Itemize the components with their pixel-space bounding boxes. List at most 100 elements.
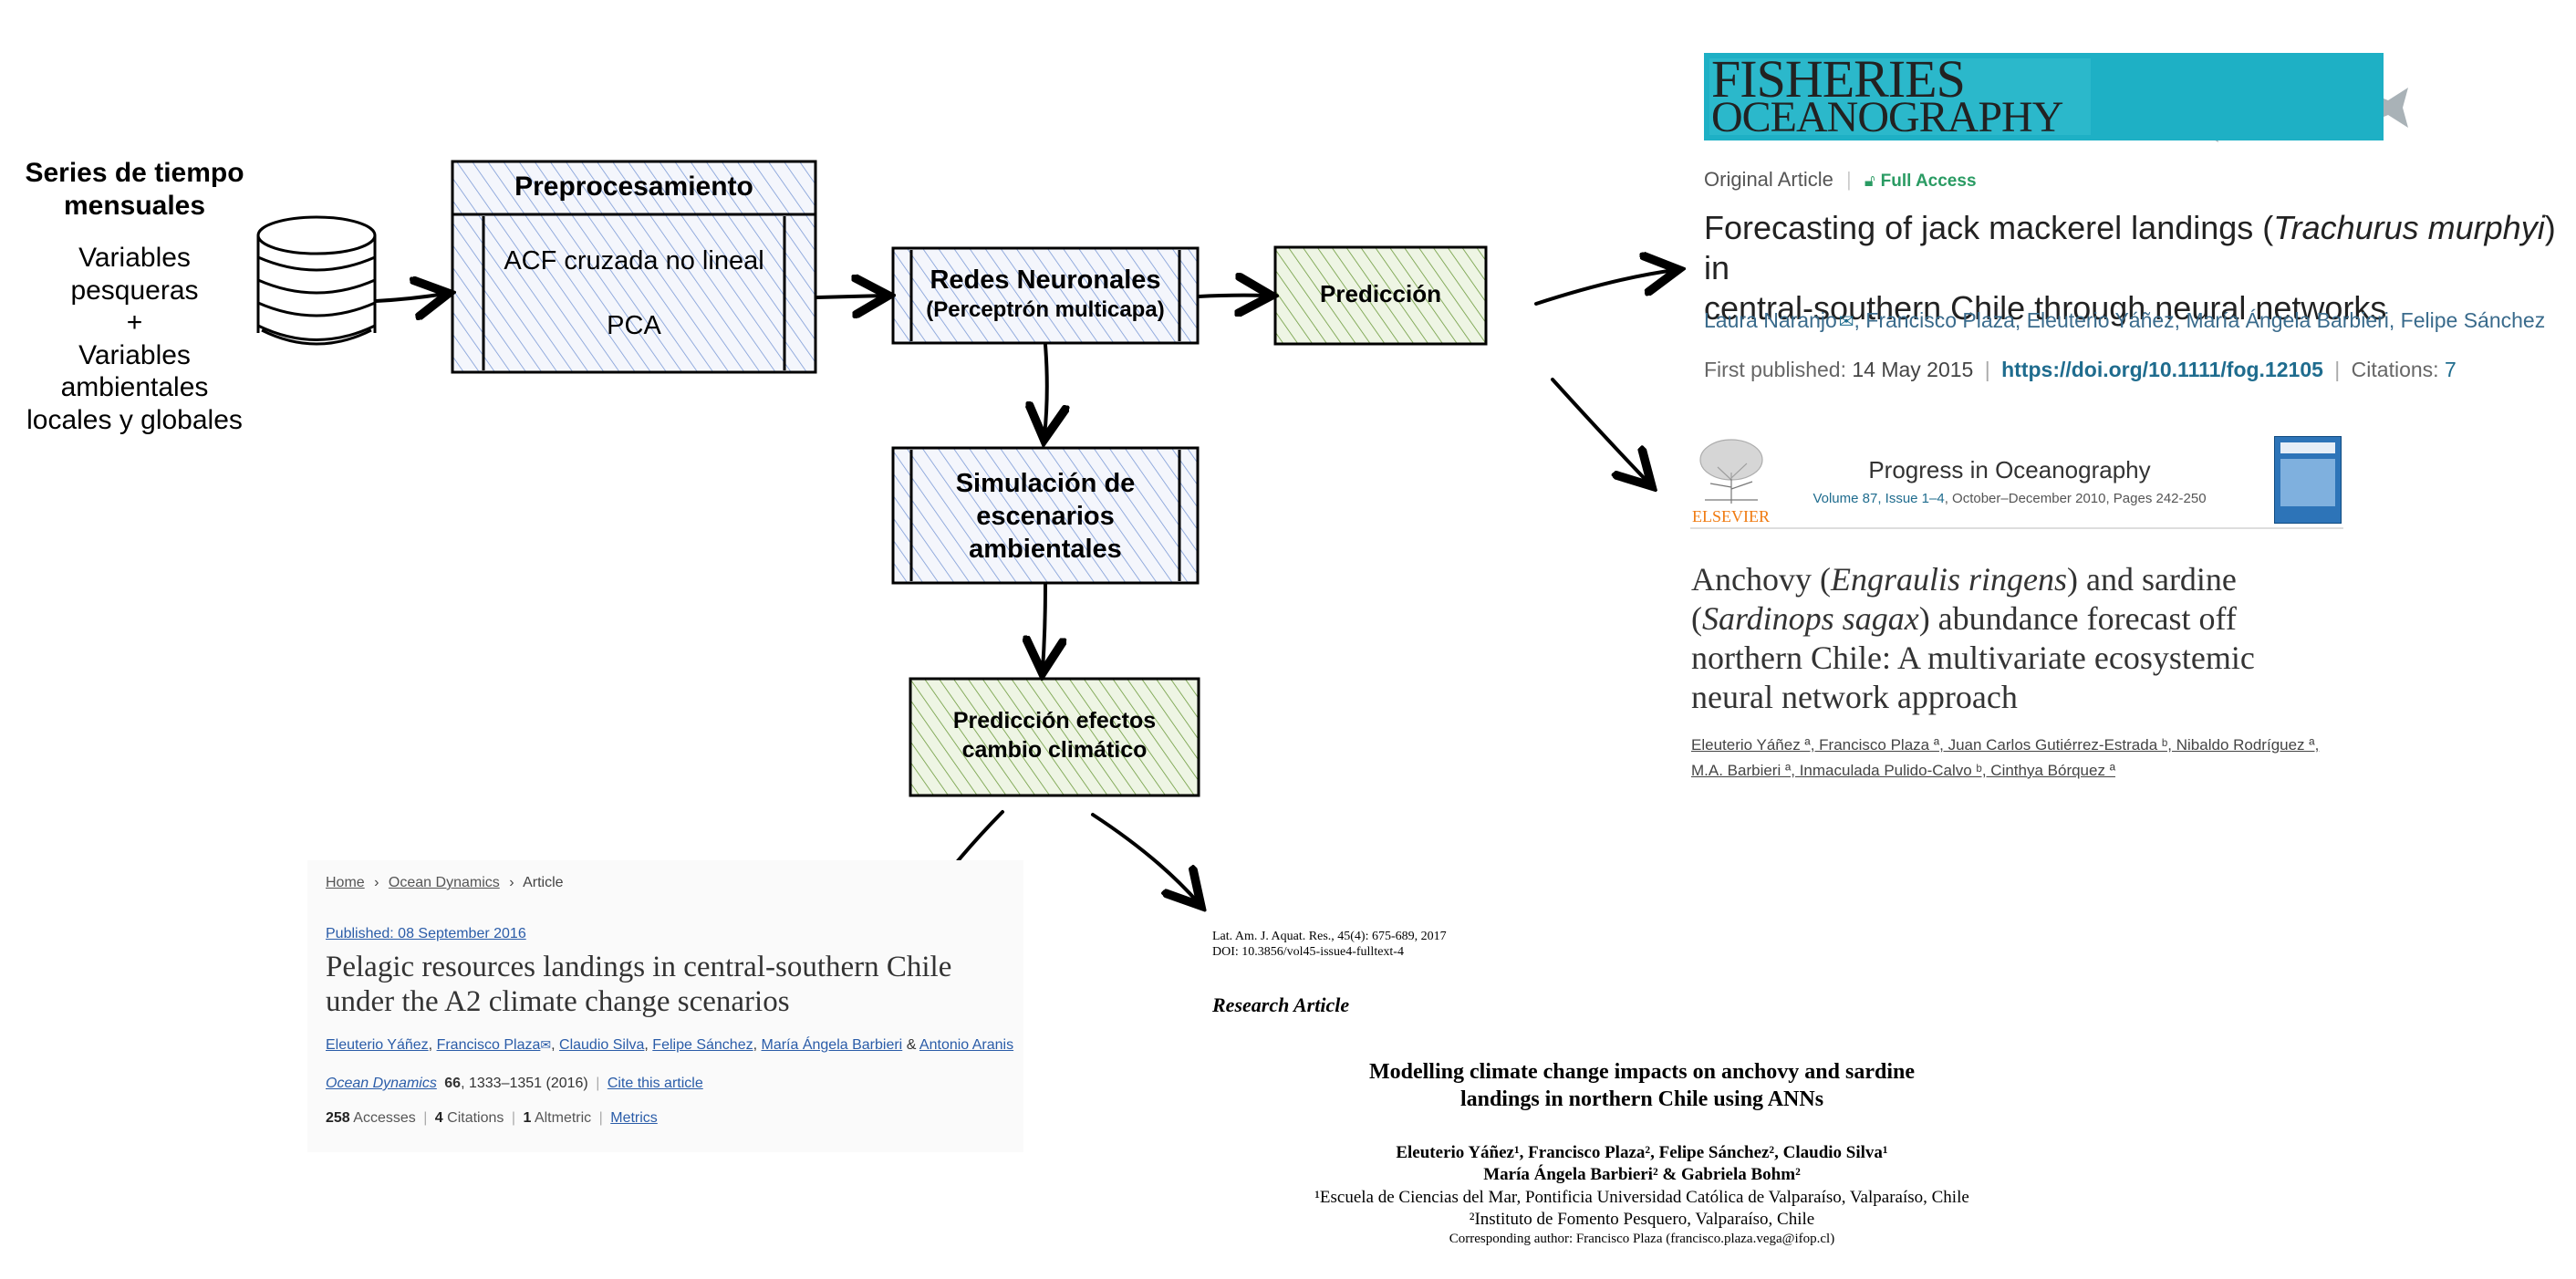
author-link[interactable]: María Ángela Barbieri [761, 1037, 903, 1053]
volume-number: 66 [444, 1076, 462, 1091]
breadcrumb-journal[interactable]: Ocean Dynamics [388, 875, 500, 890]
elsevier-journal[interactable]: Progress in Oceanography [1868, 456, 2151, 484]
springer-authors: Eleuterio Yáñez, Francisco Plaza✉, Claud… [326, 1037, 1014, 1053]
database-icon [256, 215, 377, 346]
published-label: First published: [1704, 358, 1846, 381]
climate-prediction-box [909, 677, 1200, 797]
simulation-box [891, 446, 1200, 585]
citations-label: Citations [447, 1110, 504, 1126]
lajar-ref-line: DOI: 10.3856/vol45-issue4-fulltext-4 [1212, 945, 1404, 959]
neural-network-box [891, 246, 1200, 345]
simulation-line: ambientales [969, 535, 1122, 564]
logo-line1: FISHERIES [1711, 53, 1966, 109]
journal-link[interactable]: Ocean Dynamics [326, 1076, 437, 1091]
preprocessing-item-acf: ACF cruzada no lineal [504, 246, 764, 276]
springer-metrics: 258 Accesses | 4 Citations | 1 Altmetric… [326, 1110, 658, 1126]
wiley-title-part2: ) in [1704, 209, 2556, 286]
arrow-climate-to-lajar [1091, 813, 1199, 903]
series-title-line1: Series de tiempo [25, 158, 244, 188]
variables-line: pesqueras [70, 275, 199, 306]
metrics-link[interactable]: Metrics [610, 1110, 658, 1126]
wiley-title-part1: Forecasting of jack mackerel landings ( [1704, 209, 2274, 246]
wiley-title-species: Trachurus murphyi [2273, 209, 2545, 246]
climate-line: cambio climático [961, 737, 1148, 763]
journal-cover-thumbnail[interactable] [2274, 436, 2342, 524]
series-title-line2: mensuales [63, 191, 206, 221]
lajar-affiliations: ¹Escuela de Ciencias del Mar, Pontificia… [1186, 1187, 2098, 1231]
elsevier-authors-line[interactable]: M.A. Barbieri ª, Inmaculada Pulido-Calvo… [1691, 762, 2115, 779]
lajar-title: Modelling climate change impacts on anch… [1186, 1058, 2098, 1113]
authors-ampersand: & [906, 1037, 917, 1053]
author-link[interactable]: Laura Naranjo [1704, 308, 1837, 332]
wiley-article-title[interactable]: Forecasting of jack mackerel landings (T… [1704, 208, 2571, 328]
altmetric-label: Altmetric [534, 1110, 592, 1126]
lajar-authors: Eleuterio Yáñez¹, Francisco Plaza², Feli… [1186, 1142, 2098, 1186]
springer-article-title[interactable]: Pelagic resources landings in central-so… [326, 950, 1019, 1019]
elsevier-header: ELSEVIER Progress in Oceanography Volume… [1690, 436, 2343, 529]
springer-card: Home › Ocean Dynamics › Article Publishe… [307, 860, 1023, 1152]
arrow-prediction-to-wiley [1534, 270, 1675, 306]
lajar-affiliation: ²Instituto de Fomento Pesquero, Valparaí… [1469, 1210, 1815, 1229]
elsevier-title-text: ( [1691, 600, 1702, 637]
elsevier-title-text: northern Chile: A multivariate ecosystem… [1691, 640, 2255, 676]
variables-list: Variables pesqueras + Variables ambienta… [0, 242, 269, 436]
author-link[interactable]: Eleuterio Yáñez [326, 1037, 429, 1053]
breadcrumb: Home › Ocean Dynamics › Article [326, 875, 564, 891]
cite-link[interactable]: Cite this article [607, 1076, 703, 1091]
wiley-publication-info: First published: 14 May 2015 | https://d… [1704, 358, 2457, 381]
elsevier-wordmark: ELSEVIER [1692, 507, 1770, 525]
elsevier-authors-line[interactable]: Eleuterio Yáñez ª, Francisco Plaza ª, Ju… [1691, 736, 2320, 754]
citations-count[interactable]: 7 [2444, 358, 2457, 381]
variables-line: Variables [78, 339, 191, 370]
lajar-authors-line: María Ángela Barbieri² & Gabriela Bohm² [1483, 1165, 1801, 1184]
author-link[interactable]: Antonio Aranis [919, 1037, 1014, 1053]
arrow-neural-to-simulation [1044, 343, 1047, 436]
series-title: Series de tiempo mensuales [0, 157, 269, 223]
breadcrumb-article: Article [523, 875, 564, 890]
elsevier-title-species: Engraulis ringens [1830, 561, 2067, 598]
article-type: Original Article | 🔓︎ Full Access [1704, 168, 1977, 191]
volume-rest: , October–December 2010, Pages 242-250 [1944, 491, 2207, 506]
variables-line: ambientales [60, 372, 209, 402]
variables-line: Variables [78, 243, 191, 273]
elsevier-title-text: Anchovy ( [1691, 561, 1831, 598]
doi-link[interactable]: https://doi.org/10.1111/fog.12105 [2001, 358, 2323, 381]
authors-rest[interactable]: , Francisco Plaza, Eleuterio Yáñez, Marí… [1854, 308, 2546, 332]
citations-count: 4 [434, 1110, 443, 1126]
elsevier-title-species: Sardinops sagax [1702, 600, 1919, 637]
elsevier-title-text: ) abundance forecast off [1918, 600, 2237, 637]
lock-icon: 🔓︎ [1864, 172, 1875, 190]
accesses-count: 258 [326, 1110, 350, 1126]
prediction-label: Predicción [1320, 280, 1441, 307]
citations-label: Citations: [2351, 358, 2439, 381]
climate-label: Predicción efectos cambio climático [910, 706, 1199, 764]
email-icon[interactable]: ✉ [1838, 312, 1854, 332]
arrow-prediction-to-elsevier [1551, 378, 1649, 484]
elsevier-title-text: ) and sardine [2066, 561, 2237, 598]
arrow-preproc-to-neural [815, 296, 885, 297]
lajar-section: Research Article [1212, 993, 1350, 1016]
preprocessing-box [451, 160, 817, 374]
wiley-title-line2: central-southern Chile through neural ne… [1704, 289, 2387, 327]
elsevier-article-title[interactable]: Anchovy (Engraulis ringens) and sardine … [1691, 560, 2384, 717]
breadcrumb-home[interactable]: Home [326, 875, 365, 890]
lajar-ref-line: Lat. Am. J. Aquat. Res., 45(4): 675-689,… [1212, 930, 1447, 943]
elsevier-title-text: neural network approach [1691, 679, 2018, 715]
published-date-link[interactable]: Published: 08 September 2016 [326, 926, 526, 941]
author-link[interactable]: Claudio Silva [559, 1037, 645, 1053]
volume-link[interactable]: Volume 87, Issue 1–4 [1813, 491, 1945, 506]
email-icon[interactable]: ✉ [540, 1037, 552, 1052]
chevron-right-icon: › [509, 875, 514, 890]
neural-title: Redes Neuronales [930, 265, 1161, 295]
lajar-reference: Lat. Am. J. Aquat. Res., 45(4): 675-689,… [1212, 929, 1447, 960]
fisheries-oceanography-logo: FISHERIES OCEANOGRAPHY [1704, 53, 2384, 140]
author-link[interactable]: Francisco Plaza [436, 1037, 541, 1053]
logo-line2: OCEANOGRAPHY [1711, 93, 2063, 140]
elsevier-authors[interactable]: Eleuterio Yáñez ª, Francisco Plaza ª, Ju… [1691, 733, 2384, 784]
pages: , 1333–1351 (2016) [461, 1076, 588, 1091]
arrow-db-to-preproc [374, 294, 445, 301]
author-link[interactable]: Felipe Sánchez [652, 1037, 753, 1053]
access-badge[interactable]: Full Access [1880, 172, 1977, 191]
elsevier-volume: Volume 87, Issue 1–4, October–December 2… [1772, 491, 2247, 506]
